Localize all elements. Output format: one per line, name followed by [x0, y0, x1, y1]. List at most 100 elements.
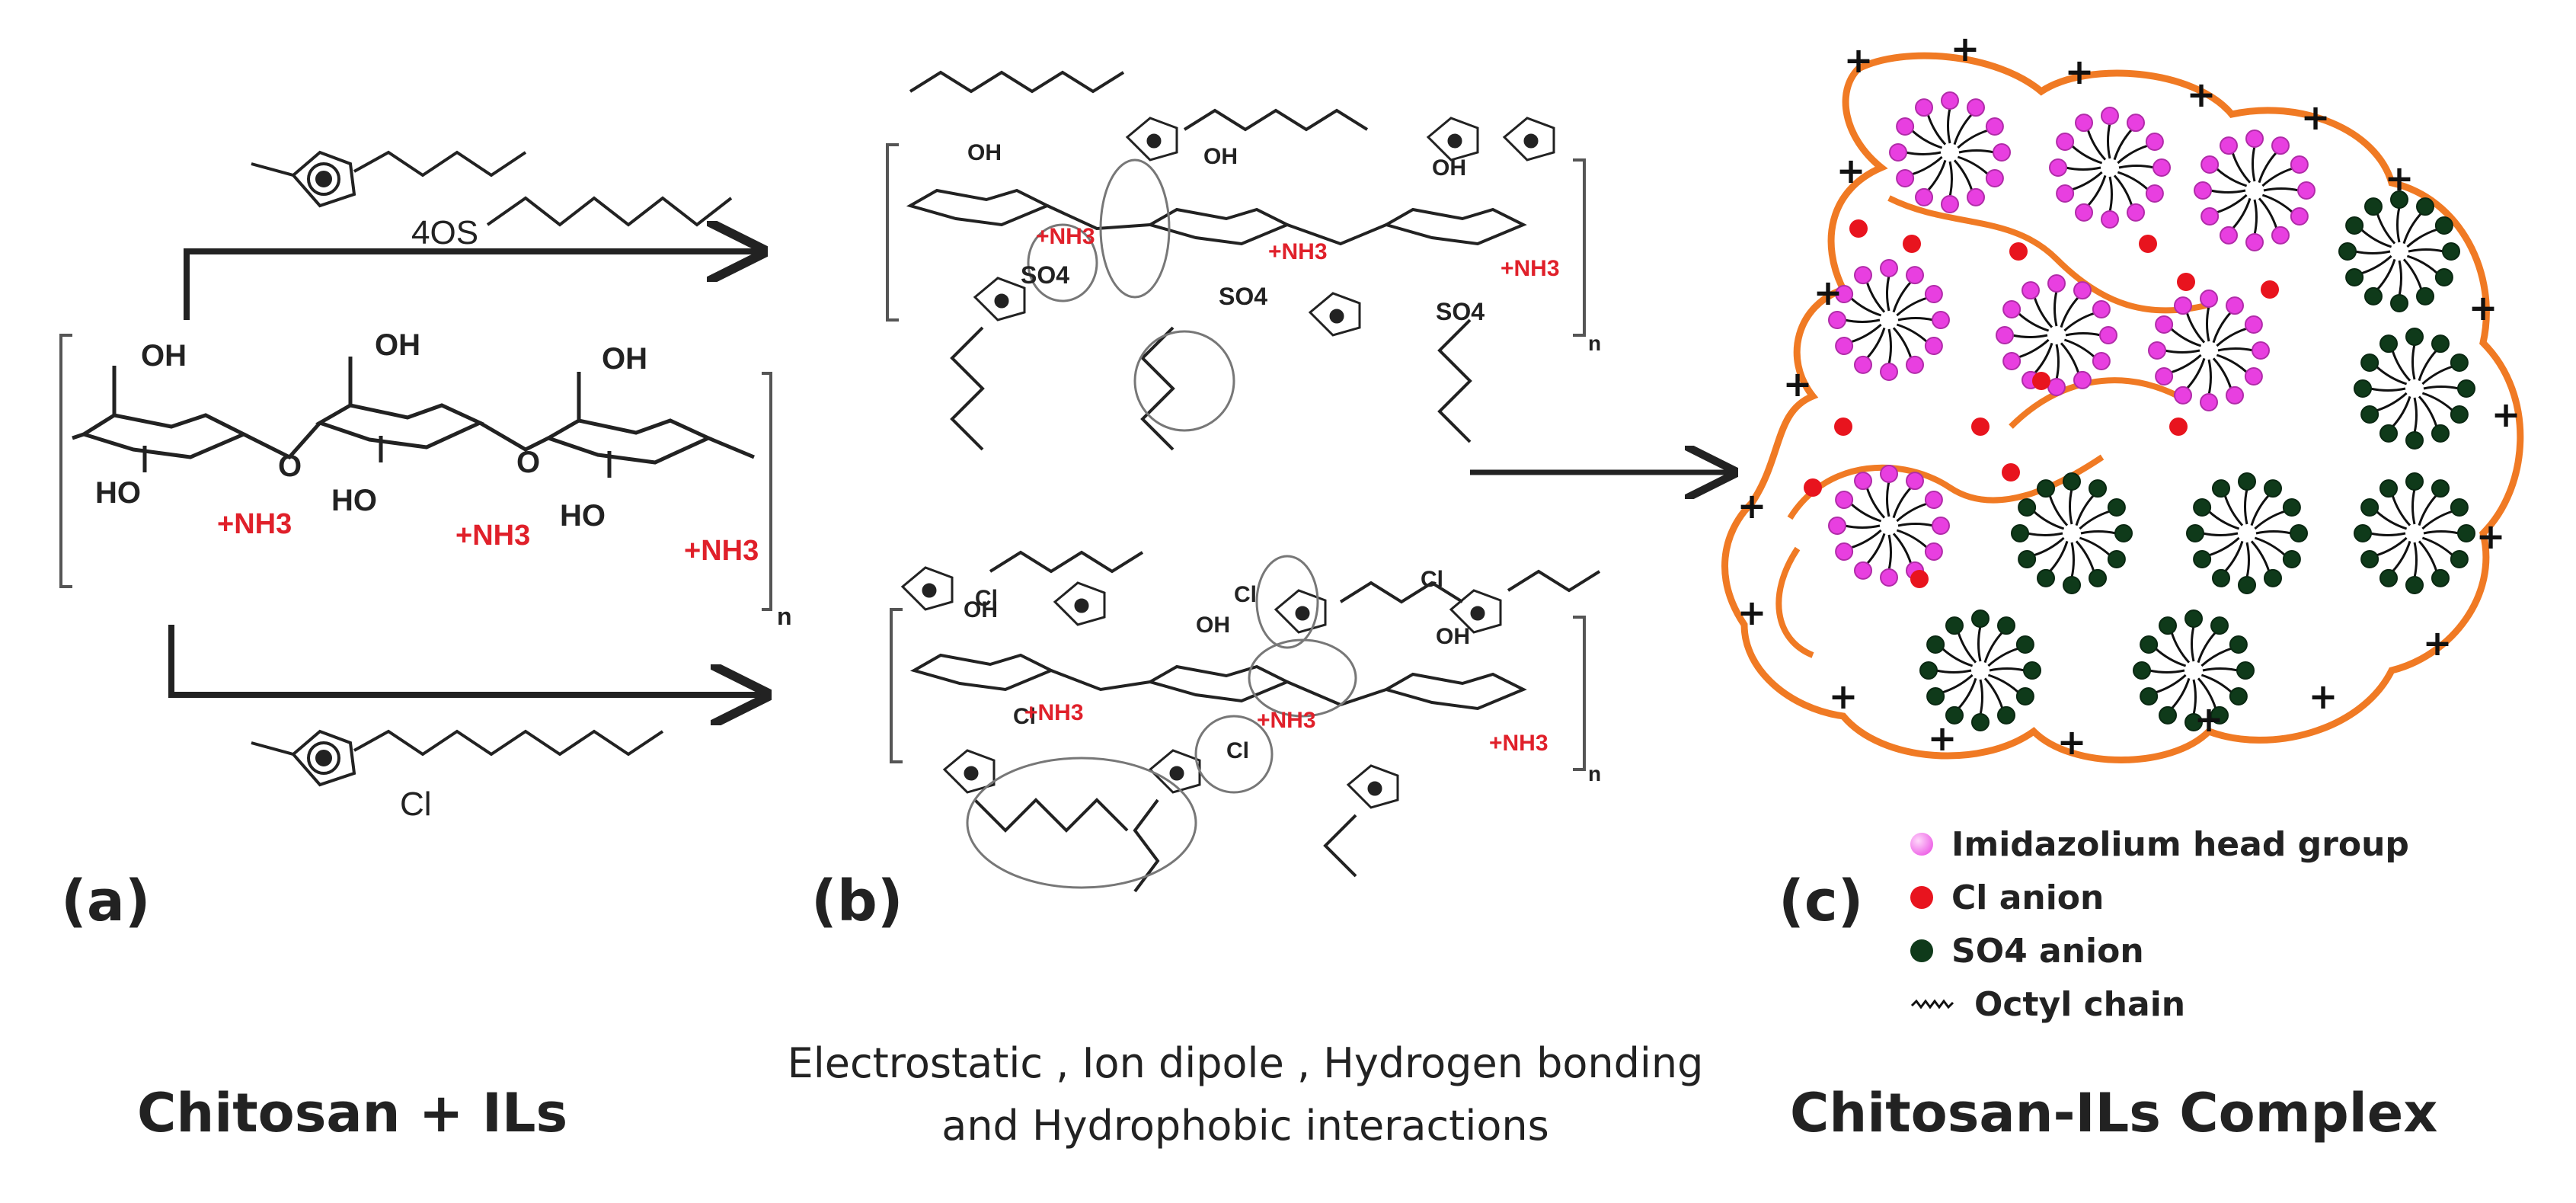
- octyl-chain: [2206, 306, 2210, 342]
- imidazolium-head: [1906, 355, 1924, 374]
- octyl-chain: [2250, 494, 2271, 526]
- imidazolium-head: [2200, 393, 2218, 411]
- so4-anion: [2364, 197, 2383, 216]
- so4-anion: [2390, 190, 2408, 209]
- positive-charge: +: [2194, 699, 2224, 740]
- legend-item-octyl: Octyl chain: [1910, 981, 2185, 1027]
- so4-anion: [2345, 268, 2364, 286]
- imidazolium-head: [2056, 184, 2075, 203]
- legend-item-cl: Cl anion: [1910, 875, 2104, 920]
- interaction-circle: [1194, 715, 1274, 794]
- octyl-chain: [1926, 114, 1947, 146]
- octyl-chain: [1896, 323, 1929, 344]
- cl-anion: [1910, 570, 1929, 588]
- octyl-chain: [2113, 174, 2133, 206]
- positive-charge: +: [1836, 150, 1866, 191]
- octyl-chain: [1987, 647, 2019, 667]
- octyl-chain: [2207, 510, 2240, 530]
- imidazolium-head: [1889, 143, 1907, 162]
- glycosidic-link: [72, 421, 755, 460]
- label-ho: HO: [560, 499, 606, 533]
- so4-anion: [2434, 268, 2453, 286]
- octyl-chain: [2254, 510, 2286, 530]
- so4-anion: [2018, 498, 2037, 517]
- imidazolium-ring: [973, 117, 1555, 337]
- octyl-chain: [1989, 667, 2025, 672]
- so4-anion: [2379, 479, 2398, 498]
- octyl-chain: [2421, 365, 2453, 386]
- so4-anion: [1945, 705, 1964, 725]
- imidazolium-head: [1932, 311, 1950, 329]
- octyl-chain: [1844, 318, 1881, 323]
- octyl-chain: [2411, 488, 2416, 525]
- sulfate-chain: [486, 196, 733, 227]
- so4-anion: [1926, 635, 1945, 654]
- label-cl: Cl: [975, 586, 998, 611]
- chitosan-ring: [543, 372, 713, 478]
- cl-anion: [2169, 418, 2188, 436]
- octyl-chain: [1983, 631, 2004, 664]
- imidazolium-head: [2290, 155, 2309, 174]
- so4-anion: [2360, 354, 2379, 372]
- positive-charge: +: [2469, 287, 2498, 328]
- so4-anion: [2114, 524, 2133, 542]
- so4-anion: [2354, 379, 2372, 398]
- imidazolium-head: [1880, 568, 1898, 587]
- alkyl-chain: [1183, 108, 1369, 132]
- label-oh: OH: [375, 328, 420, 362]
- imidazolium-head: [2271, 136, 2290, 155]
- so4-anion: [2089, 479, 2107, 498]
- imidazolium-head: [2252, 341, 2270, 360]
- so4-anion: [2193, 498, 2212, 517]
- alkyl-chain: [909, 70, 1125, 94]
- so4-anion: [2282, 550, 2301, 568]
- imidazolium-head: [2297, 181, 2316, 200]
- imidazolium-head: [1835, 285, 1854, 303]
- imidazolium-head: [2155, 367, 2174, 386]
- so4-anion: [2345, 216, 2364, 235]
- octyl-chain: [2048, 540, 2069, 573]
- imidazolium-head: [1880, 259, 1898, 277]
- imidazolium-head: [2075, 114, 2093, 133]
- panel-a-chitosan: OH OH OH HO HO HO O O +NH3 +NH3 +NH3 n 4…: [59, 150, 792, 823]
- imidazolium-head: [1880, 363, 1898, 381]
- octyl-chain: [2261, 167, 2293, 187]
- so4-anion: [2416, 286, 2434, 306]
- octyl-chain: [2197, 631, 2217, 664]
- cl-anion: [1834, 418, 1852, 436]
- octyl-chain: [1896, 296, 1928, 317]
- octyl-chain: [2197, 677, 2217, 709]
- label-oh: OH: [967, 140, 1002, 165]
- label-o: O: [278, 450, 302, 483]
- so4-anion: [2431, 568, 2450, 587]
- so4-anion: [2442, 242, 2460, 261]
- so4-anion: [2338, 242, 2357, 261]
- octyl-chain: [2245, 542, 2250, 578]
- octyl-chain: [2086, 129, 2107, 161]
- octyl-chain: [2375, 510, 2408, 530]
- octyl-chain: [2063, 338, 2096, 359]
- octyl-chain: [2360, 228, 2392, 248]
- octyl-chain: [2252, 146, 2256, 182]
- imidazolium-head: [2226, 386, 2244, 405]
- panel-letter-b: (b): [811, 869, 903, 934]
- octyl-chain: [1942, 673, 1974, 694]
- alkyl-chain: [1133, 798, 1160, 893]
- octyl-chain: [1957, 632, 1977, 664]
- imidazolium-head: [2099, 326, 2117, 344]
- positive-charge: +: [2476, 516, 2506, 557]
- octyl-chain: [2113, 128, 2133, 161]
- octyl-chain: [2398, 260, 2402, 296]
- so4-anion: [2089, 568, 2107, 587]
- interaction-circle: [1255, 555, 1319, 649]
- label-oh: OH: [1203, 144, 1238, 169]
- octyl-chain: [2117, 144, 2149, 165]
- so4-anion: [2379, 424, 2398, 443]
- label-nh3: +NH3: [1036, 224, 1095, 249]
- label-nh3: +NH3: [1257, 708, 1316, 733]
- cl-anion: [1849, 219, 1868, 238]
- octyl-chain: [2170, 632, 2191, 664]
- octyl-chain: [2033, 342, 2053, 375]
- so4-anion: [2405, 328, 2424, 346]
- octyl-chain: [2018, 338, 2050, 359]
